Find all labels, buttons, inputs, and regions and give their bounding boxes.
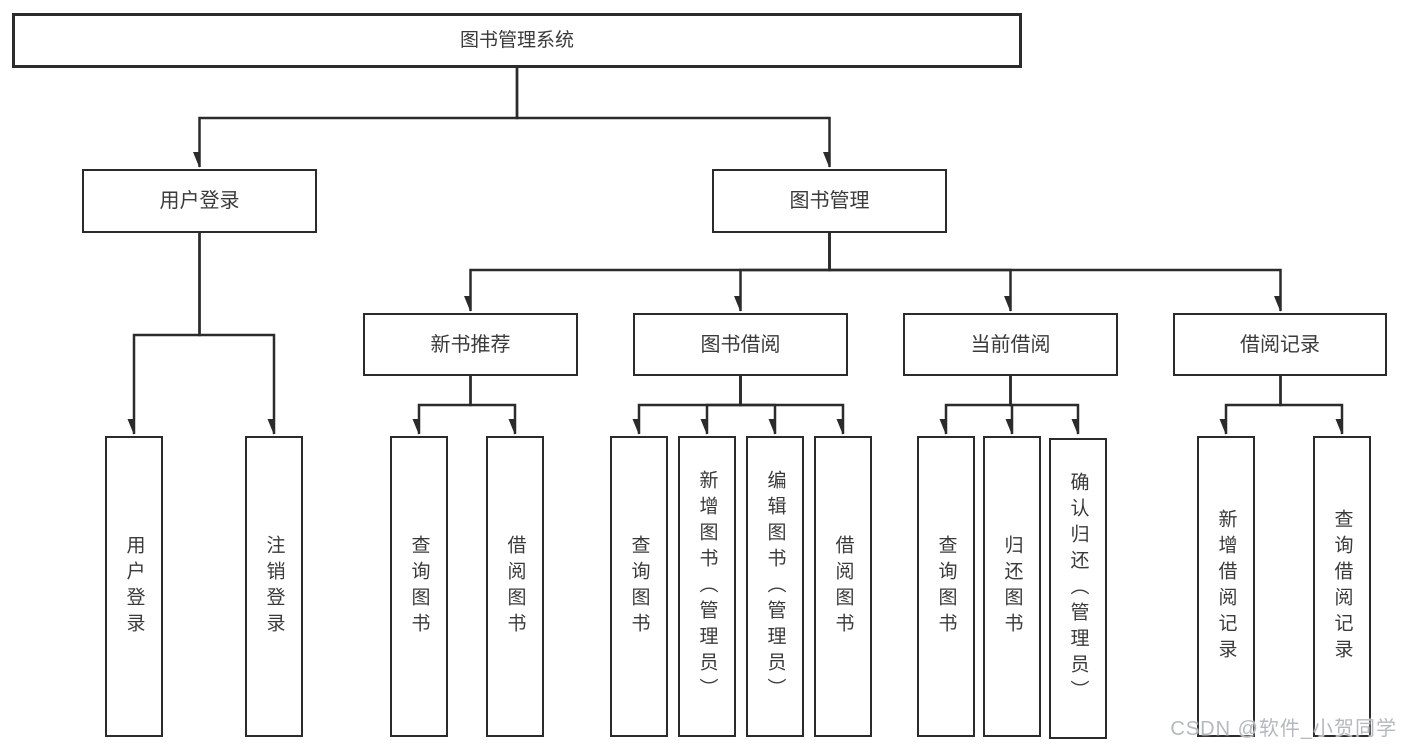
node-user-login: 用户登录: [82, 169, 317, 233]
connector-cb-to-leaf-return: [1011, 376, 1014, 434]
node-label: 查询借阅记录: [1331, 508, 1353, 665]
leaf-query-books-1: 查询图书: [390, 436, 448, 737]
connector-bm-to-current-borrow: [828, 233, 1012, 311]
node-label: 图书管理: [789, 190, 870, 212]
node-label: 查询图书: [935, 534, 957, 639]
connector-cb-to-leaf-query: [946, 376, 1012, 434]
node-label: 借阅图书: [504, 534, 526, 639]
leaf-logout: 注销登录: [245, 436, 303, 737]
node-current-borrowing: 当前借阅: [903, 313, 1118, 376]
connector-bm-to-book-borrow: [741, 233, 831, 311]
connector-bb-to-leaf-borrow: [739, 376, 845, 434]
connector-br-to-leaf-query-record: [1279, 376, 1344, 434]
node-label: 用户登录: [159, 190, 240, 212]
leaf-user-login: 用户登录: [105, 436, 163, 737]
connector-ul-to-leaf-logout: [198, 233, 276, 434]
connector-bm-to-borrow-record: [828, 233, 1282, 311]
csdn-watermark: CSDN @软件_小贺同学: [1170, 718, 1397, 740]
node-borrowing-records: 借阅记录: [1173, 313, 1387, 376]
node-label: 编辑图书（管理员）: [764, 469, 786, 704]
node-label: 用户登录: [123, 534, 145, 639]
node-label: 图书借阅: [700, 333, 781, 356]
node-label: 查询图书: [408, 534, 430, 639]
connector-br-to-leaf-add-record: [1226, 376, 1282, 434]
node-label: 图书管理系统: [459, 30, 574, 51]
node-label: 新增借阅记录: [1215, 508, 1237, 665]
node-label: 借阅记录: [1240, 333, 1320, 356]
node-label: 新增图书（管理员）: [696, 469, 718, 704]
leaf-return-books: 归还图书: [983, 436, 1041, 737]
connector-nbr-to-leaf-borrow: [469, 376, 517, 434]
connector-root-to-user-login: [200, 68, 519, 167]
node-label: 借阅图书: [832, 534, 854, 639]
leaf-borrow-books-1: 借阅图书: [486, 436, 544, 737]
leaf-query-books-2: 查询图书: [610, 436, 668, 737]
leaf-edit-books-admin: 编辑图书（管理员）: [746, 436, 804, 737]
node-book-borrowing: 图书借阅: [633, 313, 848, 376]
node-label: 归还图书: [1001, 534, 1023, 639]
node-library-management-system: 图书管理系统: [12, 13, 1022, 68]
node-label: 查询图书: [628, 534, 650, 639]
connector-nbr-to-leaf-query: [419, 376, 472, 434]
node-label: 确认归还（管理员）: [1067, 471, 1089, 706]
connector-cb-to-leaf-confirm: [1009, 376, 1080, 434]
leaf-confirm-return-admin: 确认归还（管理员）: [1049, 438, 1107, 739]
leaf-borrow-books-2: 借阅图书: [814, 436, 872, 737]
connector-bm-to-new-book-rec: [471, 233, 831, 311]
leaf-add-books-admin: 新增图书（管理员）: [678, 436, 736, 737]
leaf-query-books-3: 查询图书: [917, 436, 975, 737]
connector-bb-to-leaf-add: [707, 376, 742, 434]
connector-bb-to-leaf-edit: [739, 376, 777, 434]
connector-ul-to-leaf-login: [134, 233, 201, 434]
leaf-query-borrow-record: 查询借阅记录: [1313, 436, 1371, 737]
node-new-book-recommend: 新书推荐: [363, 313, 578, 376]
leaf-add-borrow-record: 新增借阅记录: [1197, 436, 1255, 737]
node-book-management: 图书管理: [712, 169, 947, 233]
node-label: 当前借阅: [970, 333, 1051, 356]
connector-root-to-book-mgmt: [515, 68, 831, 167]
node-label: 注销登录: [263, 534, 285, 639]
node-label: 新书推荐: [430, 333, 511, 356]
connector-bb-to-leaf-query: [639, 376, 742, 434]
